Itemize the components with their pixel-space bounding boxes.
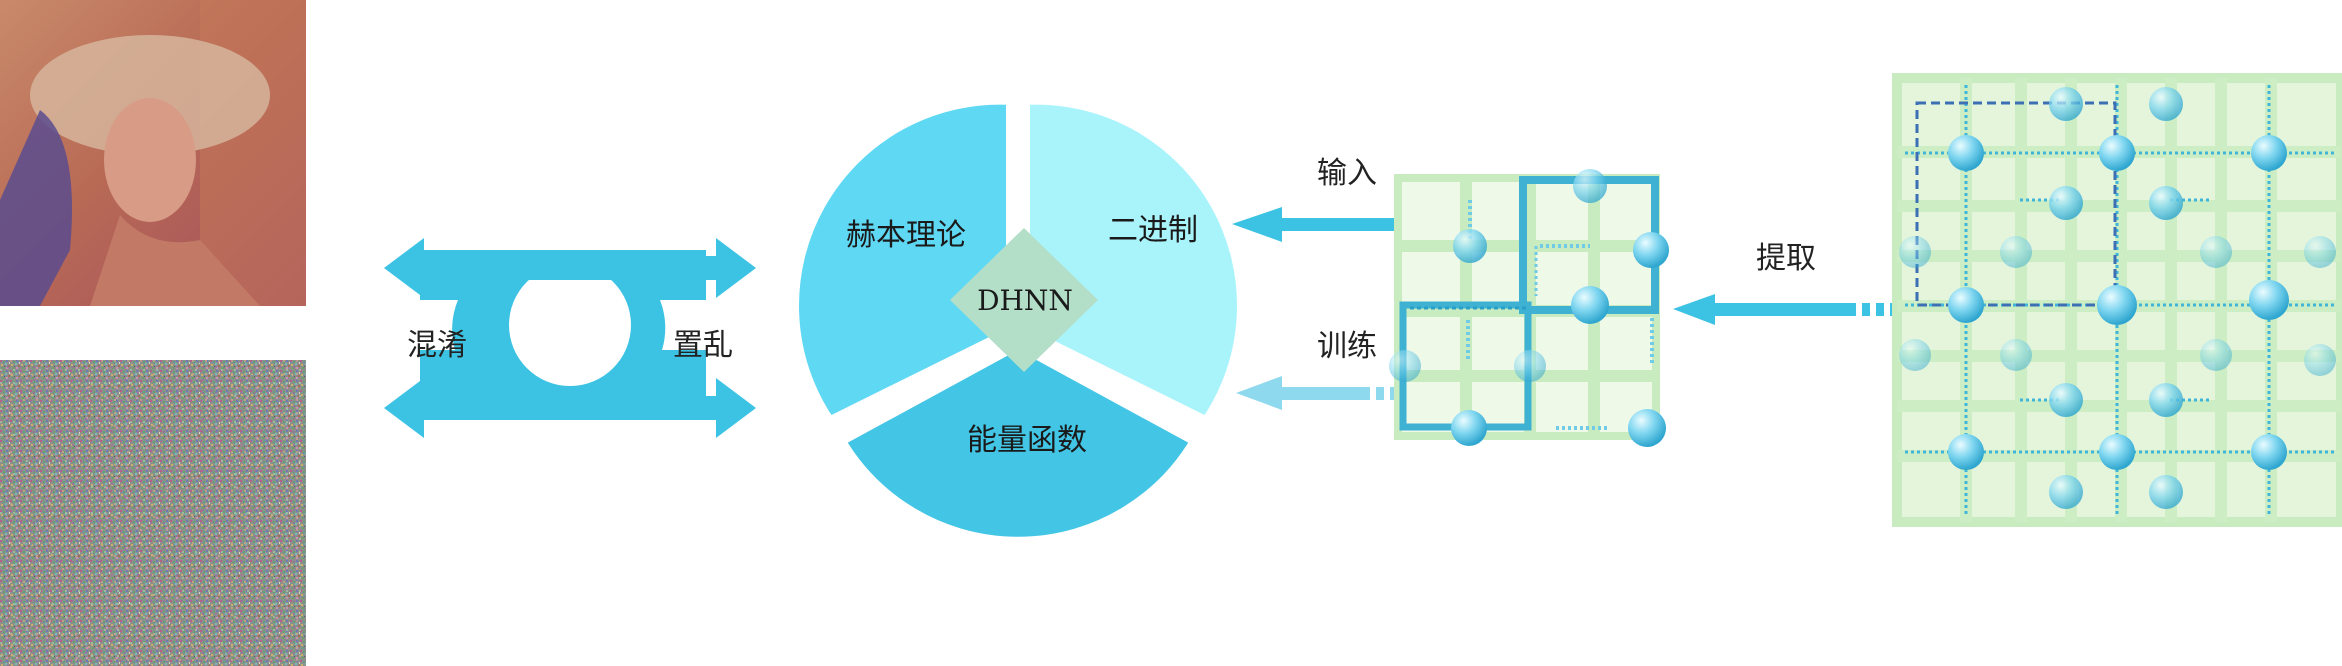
pie-segment-binary — [1016, 90, 1251, 433]
network-node — [1451, 410, 1487, 446]
bottom-scrambled-image — [0, 360, 306, 666]
pie-label-energy: 能量函数 — [967, 423, 1087, 458]
network-node — [1628, 409, 1666, 447]
pie-segment-hebb — [785, 90, 1020, 433]
train-arrow-icon — [1236, 376, 1398, 410]
network-node — [1389, 350, 1421, 382]
network-nodes — [1899, 87, 2336, 509]
network-node — [1514, 350, 1546, 382]
dhnn-label: DHNN — [977, 284, 1073, 317]
network-node — [1573, 169, 1607, 203]
network-node — [1571, 286, 1609, 324]
small-network-grid — [1389, 169, 1669, 447]
pie-segment-energy — [828, 334, 1208, 551]
scramble-label: 置乱 — [673, 328, 733, 363]
network-node — [1633, 232, 1669, 268]
train-label: 训练 — [1317, 329, 1377, 364]
input-label: 输入 — [1317, 156, 1377, 191]
exchange-hole — [509, 264, 631, 386]
top-portrait-image — [0, 0, 306, 306]
top-double-arrow-icon — [384, 238, 756, 298]
network-node — [1453, 229, 1487, 263]
pie-label-hebb: 赫本理论 — [846, 218, 966, 253]
extract-label: 提取 — [1756, 241, 1816, 276]
large-network-grid — [1892, 73, 2342, 527]
bottom-double-arrow-icon — [384, 378, 756, 438]
extract-arrow-icon — [1673, 294, 1898, 325]
dhnn-diamond — [950, 228, 1098, 372]
confusion-label: 混淆 — [407, 328, 467, 363]
theory-pie: 赫本理论 二进制 能量函数 DHNN — [785, 90, 1251, 551]
selection-box — [1915, 101, 2117, 307]
exchange-symbol: 混淆 置乱 — [384, 238, 756, 438]
pie-label-binary: 二进制 — [1108, 213, 1198, 248]
